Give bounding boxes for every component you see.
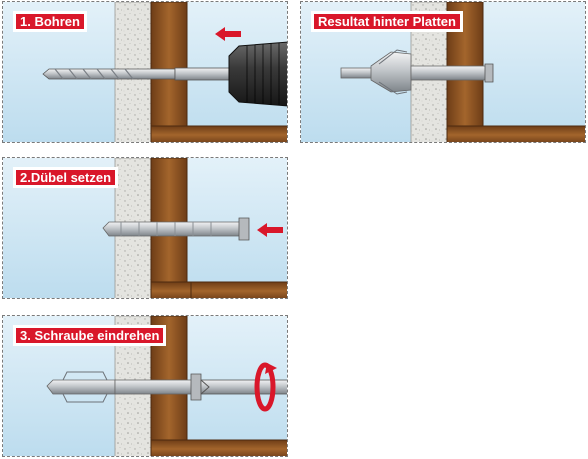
step-screw-label: 3. Schraube eindrehen bbox=[12, 325, 167, 346]
step-drill-panel: 1. Bohren bbox=[2, 1, 288, 143]
wood-beam bbox=[150, 125, 287, 142]
rotate-arrow-icon bbox=[254, 362, 277, 412]
step-plug-panel: 2.Dübel setzen bbox=[2, 157, 288, 299]
screwdriver-icon bbox=[200, 379, 287, 395]
step-plug-label: 2.Dübel setzen bbox=[12, 167, 119, 188]
wall-plug-icon bbox=[46, 371, 202, 403]
arrow-left-icon bbox=[215, 27, 241, 41]
drill-chuck-icon bbox=[228, 41, 287, 107]
wall-plug-icon bbox=[102, 217, 250, 241]
step-drill-label: 1. Bohren bbox=[13, 11, 87, 32]
drill-bit-icon bbox=[42, 67, 234, 81]
wall-plug-icon bbox=[340, 49, 494, 95]
step-result-panel: Resultat hinter Platten bbox=[300, 1, 586, 143]
wood-stud bbox=[150, 2, 188, 133]
step-screw-panel: 3. Schraube eindrehen bbox=[2, 315, 288, 457]
arrow-left-icon bbox=[257, 223, 283, 237]
step-result-label: Resultat hinter Platten bbox=[311, 11, 463, 32]
